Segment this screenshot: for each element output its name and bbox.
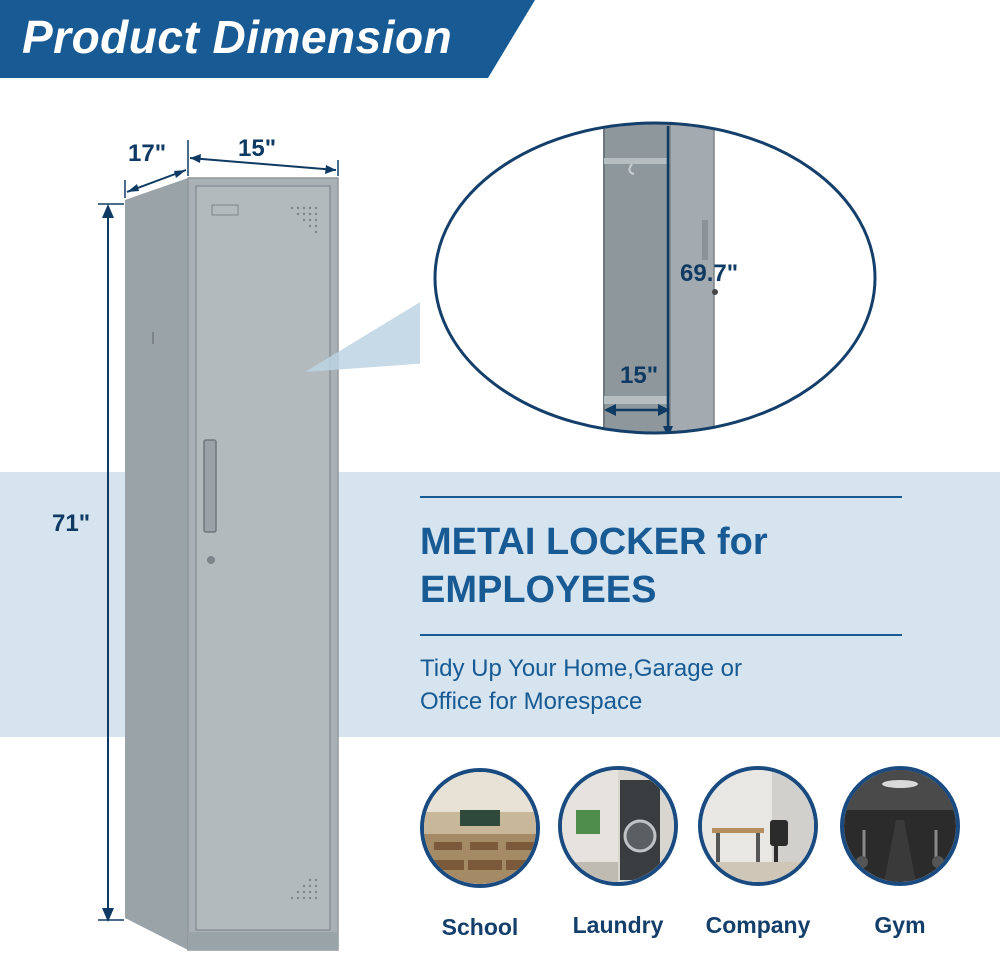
laundry-icon — [558, 766, 678, 886]
inside-view-oval — [433, 121, 877, 435]
use-label-laundry: Laundry — [572, 912, 664, 938]
headline-line2: EMPLOYEES — [420, 569, 657, 611]
banner-shape — [0, 0, 535, 78]
subtitle-line2: Office for Morespace — [420, 688, 643, 715]
depth-label: 17" — [128, 140, 167, 167]
inner-height-label: 69.7" — [680, 260, 739, 287]
use-label-school: School — [441, 914, 519, 940]
use-school: School — [420, 768, 540, 941]
school-icon — [420, 768, 540, 888]
subtitle: Tidy Up Your Home,Garage or Office for M… — [420, 652, 900, 718]
use-laundry: Laundry — [558, 766, 678, 939]
inner-width-label: 15" — [620, 362, 659, 389]
headline-line1: METAI LOCKER for — [420, 521, 768, 563]
headline-bottom-rule — [420, 634, 902, 636]
width-label: 15" — [238, 135, 277, 162]
company-icon — [698, 766, 818, 886]
locker-illustration — [98, 140, 420, 951]
use-company: Company — [698, 766, 818, 939]
banner-title: Product Dimension — [22, 11, 453, 63]
use-gym: Gym — [840, 766, 960, 939]
use-label-company: Company — [705, 912, 811, 938]
gym-icon — [840, 766, 960, 886]
headline: METAI LOCKER for EMPLOYEES — [420, 518, 900, 614]
header-banner: Product Dimension — [0, 0, 535, 78]
headline-top-rule — [420, 496, 902, 498]
height-label: 71" — [52, 510, 91, 537]
subtitle-line1: Tidy Up Your Home,Garage or — [420, 655, 742, 682]
use-label-gym: Gym — [874, 912, 926, 938]
